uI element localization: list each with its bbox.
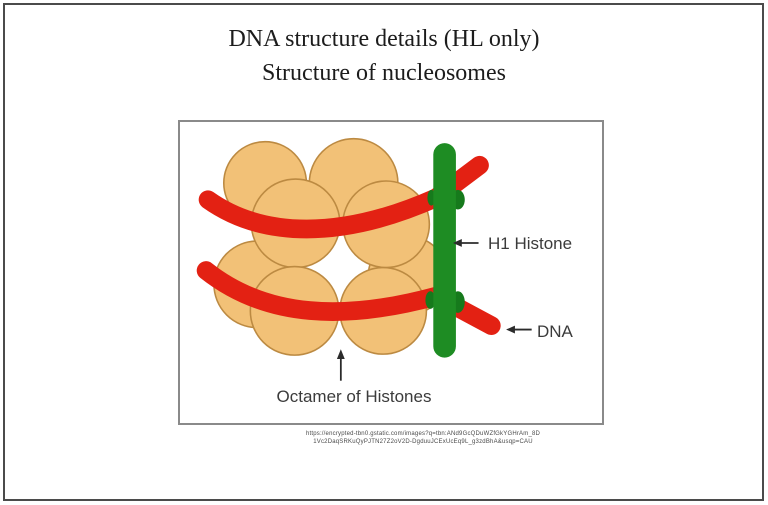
left-arrow-icon — [506, 325, 532, 334]
h1-histone-rod — [425, 143, 465, 358]
dna-strand-upper — [198, 155, 489, 239]
octamer-label: Octamer of Histones — [276, 387, 432, 406]
nucleosome-figure: H1 Histone DNA Octamer of Histones — [178, 120, 604, 425]
citation-line-2: 1Vc2DaqSRKuQyPJTN27Z2oV2D-DgduuJCExUcEq9… — [313, 439, 533, 445]
slide-title: DNA structure details (HL only) Structur… — [0, 22, 768, 90]
left-arrow-icon — [452, 239, 479, 247]
image-source-citation: https://encrypted-tbn0.gstatic.com/image… — [268, 430, 578, 446]
h1-histone-label: H1 Histone — [488, 234, 573, 253]
nucleosome-diagram — [196, 137, 532, 381]
slide-border — [3, 3, 764, 501]
dna-label: DNA — [537, 322, 573, 341]
title-line-2: Structure of nucleosomes — [262, 60, 506, 86]
histone-octamer — [213, 137, 448, 356]
rod-knob — [425, 291, 436, 309]
up-arrow-icon — [336, 349, 345, 381]
citation-line-1: https://encrypted-tbn0.gstatic.com/image… — [305, 431, 541, 437]
dna-strand-lower — [196, 261, 501, 335]
title-line-1: DNA structure details (HL only) — [228, 26, 540, 52]
